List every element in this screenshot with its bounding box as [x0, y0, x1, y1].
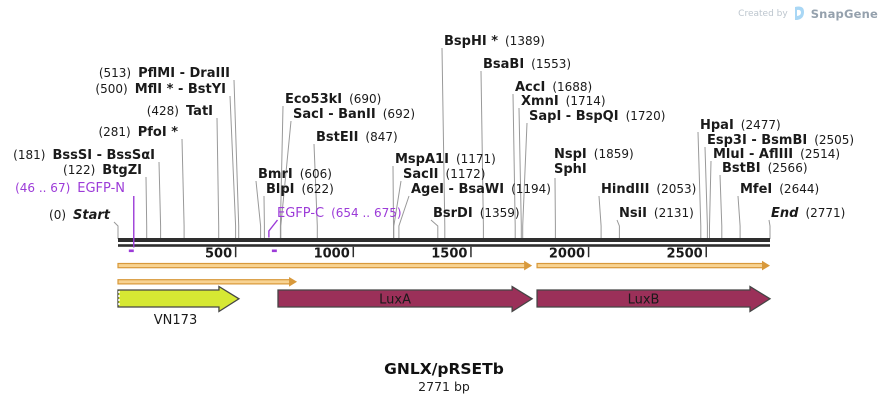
ruler-tick-500 [234, 246, 237, 258]
site-label-sacii: SacII(1172) [403, 167, 485, 182]
site-label-sapi-bspqi: SapI - BspQI(1720) [529, 109, 665, 124]
site-leader-mfli-bstyi [229, 95, 237, 239]
feature-arrow-vn173: VN173 [117, 285, 241, 328]
site-label-mfli-bstyi: (500)MflI * - BstYI [95, 82, 226, 97]
site-leader-btgzi [145, 176, 148, 239]
site-leader-esp3i-bsmbi [704, 146, 708, 239]
site-label-mfei: MfeI(2644) [740, 182, 819, 197]
site-leader-mfei [737, 195, 741, 239]
site-leader-sacii [393, 180, 402, 239]
site-label-hindiii: HindIII(2053) [601, 182, 696, 197]
region-marker-egfp-c [271, 249, 277, 253]
region-label-egfp-n: (46 .. 67)EGFP-N [15, 181, 125, 196]
site-label-acci: AccI(1688) [515, 80, 592, 95]
site-label-saci-banii: SacI - BanII(692) [293, 107, 415, 122]
site-leader-saci-banii [280, 120, 292, 239]
site-label-mlui-afliii: MluI - AflIII(2514) [713, 147, 840, 162]
feature-label-vn173: VN173 [154, 313, 197, 328]
sequence-bar-top [118, 238, 770, 242]
site-label-start: (0)Start [49, 208, 111, 223]
region-label-egfp-c: EGFP-C(654 .. 675) [277, 206, 402, 221]
snapgene-logo-icon [794, 6, 804, 20]
ruler-tick-1000 [352, 246, 355, 258]
feature-arrow-luxb: LuxB [536, 285, 772, 313]
site-label-bsabi: BsaBI(1553) [483, 57, 571, 72]
site-label-nspi: NspI(1859) [554, 147, 634, 162]
ruler-tick-2000 [587, 246, 590, 258]
site-leader-bsphi [441, 47, 446, 239]
site-label-mspa1i: MspA1I(1171) [395, 152, 496, 167]
ruler-number-2500: 2500 [667, 247, 703, 262]
feature-label-luxa: LuxA [379, 293, 411, 308]
ruler-number-1000: 1000 [314, 247, 350, 262]
site-label-bmri: BmrI(606) [258, 167, 332, 182]
snapgene-watermark: Created by SnapGene [738, 6, 878, 21]
ruler-number-500: 500 [205, 247, 232, 262]
site-leader-bsabi [480, 70, 484, 239]
site-label-btgzi: (122)BtgZI [63, 163, 142, 178]
site-leader-bsssi-bsss-i [158, 161, 162, 239]
site-leader-nsii [616, 219, 620, 239]
site-leader-bsteii [313, 143, 318, 239]
site-leader-end [768, 219, 771, 239]
region-egfp-c: EGFP-C(654 .. 675) [268, 206, 402, 253]
site-leader-acci [512, 93, 516, 239]
ruler-number-1500: 1500 [431, 247, 467, 262]
feature-arrow-luxa: LuxA [277, 285, 534, 313]
site-leader-bstbi [719, 174, 723, 239]
site-label-agei-bsawi: AgeI - BsaWI(1194) [411, 182, 551, 197]
created-by-text: Created by [738, 8, 788, 19]
orf-arrow-1 [536, 260, 770, 271]
ruler-tick-1500 [470, 246, 472, 258]
site-leader-hpai [697, 131, 702, 239]
site-label-bsphi: BspHI *(1389) [444, 34, 545, 49]
ruler-tick-2500 [705, 246, 707, 258]
feature-label-luxb: LuxB [628, 293, 660, 308]
orf-arrow-2 [117, 277, 298, 287]
site-label-bsteii: BstEII(847) [316, 130, 398, 145]
site-leader-bsrdi [430, 219, 439, 239]
snapgene-brand-text: SnapGene [810, 6, 878, 21]
site-leader-xmni [518, 107, 522, 239]
site-leader-start [113, 221, 119, 239]
site-leader-agei-bsawi [398, 195, 410, 239]
ruler-number-2000: 2000 [549, 247, 585, 262]
site-label-end: End(2771) [771, 206, 845, 221]
plasmid-length: 2771 bp [418, 379, 470, 395]
site-label-sphi: SphI [554, 162, 587, 177]
site-label-bsssi-bsss-i: (181)BssSI - BssSαI [13, 148, 155, 163]
site-label-eco53ki: Eco53kI(690) [285, 92, 381, 107]
sequence-bar-bottom [118, 244, 770, 247]
site-leader-pfoi [181, 138, 185, 239]
region-egfp-n: (46 .. 67)EGFP-N [15, 181, 135, 253]
site-label-tati: (428)TatI [147, 104, 213, 119]
title-block: GNLX/pRSETb 2771 bp [0, 360, 888, 395]
site-leader-hindiii [598, 195, 602, 239]
region-marker-egfp-n [128, 249, 134, 253]
site-leader-pflmi-draiii [233, 79, 240, 239]
site-leader-bmri [255, 180, 262, 239]
site-label-pflmi-draiii: (513)PflMI - DraIII [99, 66, 230, 81]
site-label-hpai: HpaI(2477) [700, 118, 781, 133]
site-label-blpi: BlpI(622) [266, 182, 334, 197]
site-label-bsrdi: BsrDI(1359) [433, 206, 520, 221]
orf-arrow-0 [117, 260, 533, 271]
site-leader-mlui-afliii [709, 160, 712, 239]
site-label-bstbi: BstBI(2566) [722, 161, 808, 176]
plasmid-name: GNLX/pRSETb [384, 360, 504, 378]
site-label-xmni: XmnI(1714) [521, 94, 606, 109]
site-leader-sapi-bspqi [522, 122, 528, 239]
site-label-esp3i-bsmbi: Esp3I - BsmBI(2505) [707, 133, 854, 148]
site-label-nsii: NsiI(2131) [619, 206, 694, 221]
site-label-pfoi: (281)PfoI * [98, 125, 178, 140]
site-leader-tati [216, 117, 220, 239]
